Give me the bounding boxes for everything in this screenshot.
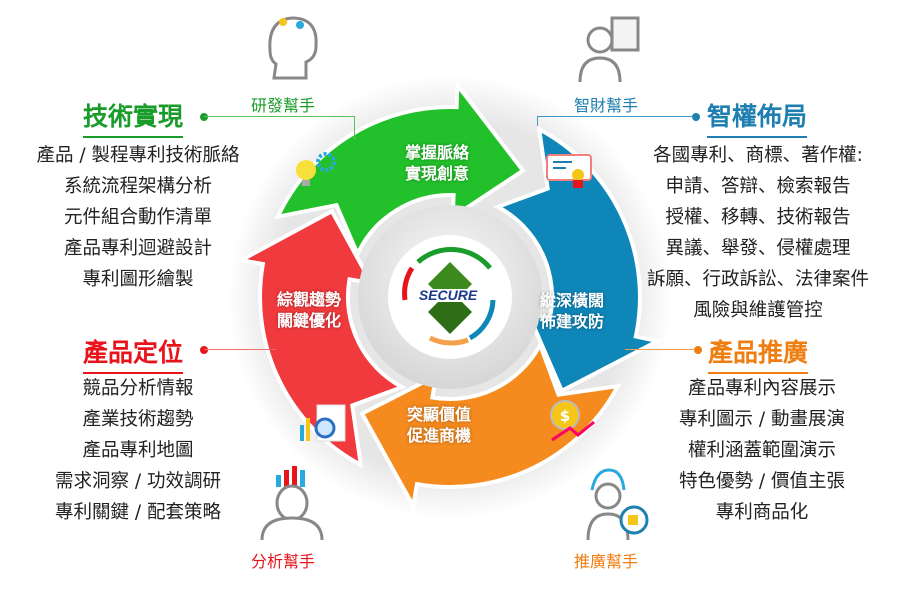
list-item: 權利涵蓋範圍演示 (687, 440, 836, 461)
list-item: 需求洞察 / 功效調研 (55, 471, 221, 492)
certificate-icon (546, 154, 592, 188)
secure-logo: SECURE (408, 262, 488, 334)
list-item: 產業技術趨勢 (82, 409, 194, 430)
arrow-label-orange: 突顯價值促進商機 (407, 405, 472, 445)
list-item: 申請、答辯、檢索報告 (665, 176, 851, 197)
connector-dot (694, 346, 702, 354)
list-item: 訴願、行政訴訟、法律案件 (646, 269, 869, 290)
promo-helper-label: 推廣幫手 (574, 552, 639, 571)
promo-section-title: 產品推廣 (708, 333, 809, 374)
connector-dot (200, 346, 208, 354)
list-item: 特色優勢 / 價值主張 (679, 471, 845, 492)
report-magnifier-icon (300, 404, 346, 442)
coin-growth-icon: $ (550, 400, 595, 442)
arrow-label-red: 綜觀趨勢關鍵優化 (277, 290, 342, 330)
position-item-list: 競品分析情報 產業技術趨勢 產品專利地圖 需求洞察 / 功效調研 專利關鍵 / … (8, 373, 268, 528)
ip-item-list: 各國專利、商標、著作權: 申請、答辯、檢索報告 授權、移轉、技術報告 異議、舉發… (618, 140, 898, 326)
connector-line (204, 116, 354, 117)
ip-section-title: 智權佈局 (707, 97, 808, 138)
list-item: 專利關鍵 / 配套策略 (55, 502, 221, 523)
list-item: 競品分析情報 (82, 378, 194, 399)
connector-line (354, 116, 355, 140)
list-item: 產品專利迴避設計 (63, 238, 212, 259)
ip-helper-label: 智財幫手 (574, 96, 639, 115)
list-item: 產品專利內容展示 (687, 378, 836, 399)
connector-line (204, 349, 276, 350)
cycle-arrow-blue (493, 125, 664, 394)
connector-dot (692, 113, 700, 121)
arrow-label-green: 掌握脈絡實現創意 (405, 143, 470, 183)
list-item: 風險與維護管控 (693, 300, 823, 321)
svg-text:$: $ (560, 407, 570, 425)
arrow-label-blue: 縱深橫闊佈建攻防 (540, 291, 605, 331)
connector-line (537, 116, 538, 126)
list-item: 專利圖形繪製 (82, 269, 194, 290)
tech-item-list: 產品 / 製程專利技術脈絡 系統流程架構分析 元件組合動作清單 產品專利迴避設計… (8, 140, 268, 295)
list-item: 元件組合動作清單 (63, 207, 212, 228)
position-section-title: 產品定位 (83, 333, 184, 374)
list-item: 異議、舉發、侵權處理 (665, 238, 851, 259)
list-item: 授權、移轉、技術報告 (665, 207, 851, 228)
list-item: 產品 / 製程專利技術脈絡 (36, 145, 240, 166)
position-helper-label: 分析幫手 (251, 552, 316, 571)
list-item: 系統流程架構分析 (63, 176, 212, 197)
analyst-person-icon (260, 466, 324, 541)
promo-item-list: 產品專利內容展示 專利圖示 / 動畫展演 權利涵蓋範圍演示 特色優勢 / 價值主… (632, 373, 892, 528)
ip-person-icon (578, 16, 640, 83)
cycle-arrow-green (274, 79, 526, 259)
list-item: 專利圖示 / 動畫展演 (679, 409, 845, 430)
list-item: 產品專利地圖 (82, 440, 194, 461)
list-item: 專利商品化 (715, 502, 809, 523)
connector-dot (200, 113, 208, 121)
svg-text:SECURE: SECURE (419, 287, 478, 303)
connector-line (537, 116, 693, 117)
researcher-person-icon (268, 16, 318, 80)
tech-section-title: 技術實現 (83, 97, 184, 138)
promoter-person-icon (586, 468, 649, 541)
tech-helper-label: 研發幫手 (251, 96, 316, 115)
list-item: 各國專利、商標、著作權: (653, 145, 863, 166)
lightbulb-gear-icon (296, 152, 336, 186)
connector-line (625, 349, 695, 350)
